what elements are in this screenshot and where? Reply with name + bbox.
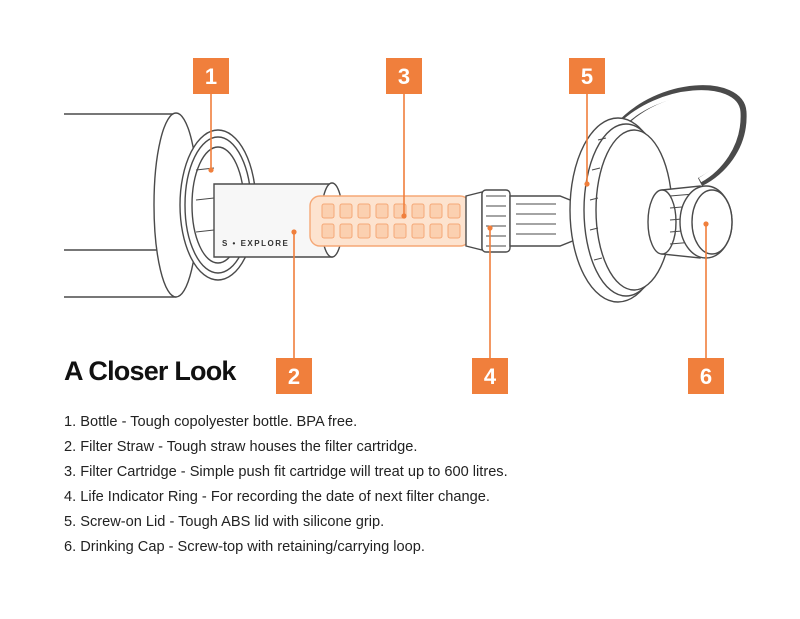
leader-dot-2 — [291, 229, 297, 235]
callout-6: 6 — [688, 358, 724, 394]
callout-3: 3 — [386, 58, 422, 94]
legend-item-filter-cartridge: 3. Filter Cartridge - Simple push fit ca… — [64, 464, 508, 480]
legend-item-drinking-cap: 6. Drinking Cap - Screw-top with retaini… — [64, 539, 425, 555]
filter-cartridge-illustration — [309, 195, 471, 247]
leader-dot-3 — [401, 213, 407, 219]
callout-6-number: 6 — [700, 364, 712, 389]
leader-dot-1 — [208, 167, 214, 173]
legend-item-filter-straw: 2. Filter Straw - Tough straw houses the… — [64, 439, 418, 455]
callout-4-number: 4 — [484, 364, 497, 389]
section-heading: A Closer Look — [64, 356, 236, 386]
callout-1: 1 — [193, 58, 229, 94]
callout-2-number: 2 — [288, 364, 300, 389]
legend-item-life-indicator-ring: 4. Life Indicator Ring - For recording t… — [64, 489, 490, 505]
straw-print: S • EXPLORE — [222, 239, 289, 248]
callout-3-number: 3 — [398, 64, 410, 89]
callout-4: 4 — [472, 358, 508, 394]
screw-on-lid-illustration — [569, 85, 747, 303]
legend-item-bottle: 1. Bottle - Tough copolyester bottle. BP… — [64, 414, 358, 430]
life-indicator-ring-illustration — [465, 189, 576, 253]
drinking-cap-illustration — [647, 185, 733, 259]
leader-dot-6 — [703, 221, 709, 227]
leader-dot-5 — [584, 181, 590, 187]
callout-5-number: 5 — [581, 64, 593, 89]
legend-item-screw-on-lid: 5. Screw-on Lid - Tough ABS lid with sil… — [64, 514, 385, 530]
bottle-illustration — [64, 112, 257, 298]
leader-lines — [208, 92, 709, 358]
callout-1-number: 1 — [205, 64, 217, 89]
callout-2: 2 — [276, 358, 312, 394]
parts-legend: 1. Bottle - Tough copolyester bottle. BP… — [64, 410, 508, 560]
leader-dot-4 — [487, 225, 493, 231]
callout-5: 5 — [569, 58, 605, 94]
